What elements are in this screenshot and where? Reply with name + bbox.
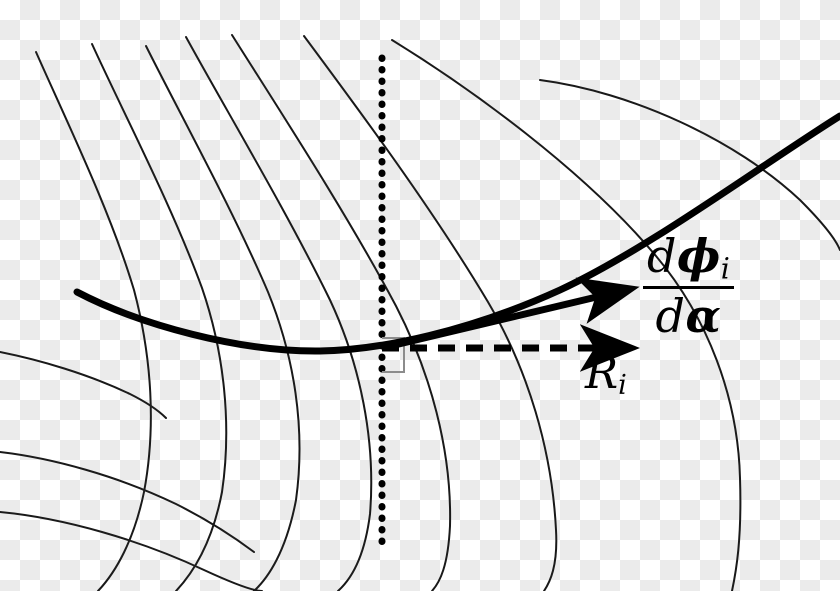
contour-line	[91, 43, 228, 591]
contour-line	[35, 51, 152, 591]
fraction-bar	[643, 285, 734, 289]
right-angle-marker	[382, 337, 405, 373]
contour-line	[391, 39, 742, 591]
denominator-d: d	[655, 288, 686, 343]
residual-subscript: i	[618, 370, 627, 401]
contour-line	[0, 451, 255, 553]
contour-line	[145, 45, 301, 591]
residual-label: Ri	[585, 352, 627, 401]
derivative-numerator: dϕi	[643, 233, 734, 284]
numerator-phi-icon: ϕ	[676, 229, 721, 283]
contour-line	[0, 351, 167, 419]
contour-line	[303, 35, 558, 591]
derivative-label: dϕi dα	[643, 233, 734, 339]
contour-line	[185, 36, 373, 591]
contour-line	[0, 511, 263, 591]
tangent-direction-arrow	[381, 277, 640, 352]
denominator-alpha-icon: α	[685, 288, 722, 343]
numerator-subscript: i	[720, 252, 730, 286]
derivative-denominator: dα	[643, 293, 734, 339]
numerator-d: d	[647, 229, 677, 283]
contour-line	[231, 34, 452, 591]
contour-line	[539, 79, 840, 251]
residual-symbol: R	[585, 348, 619, 399]
